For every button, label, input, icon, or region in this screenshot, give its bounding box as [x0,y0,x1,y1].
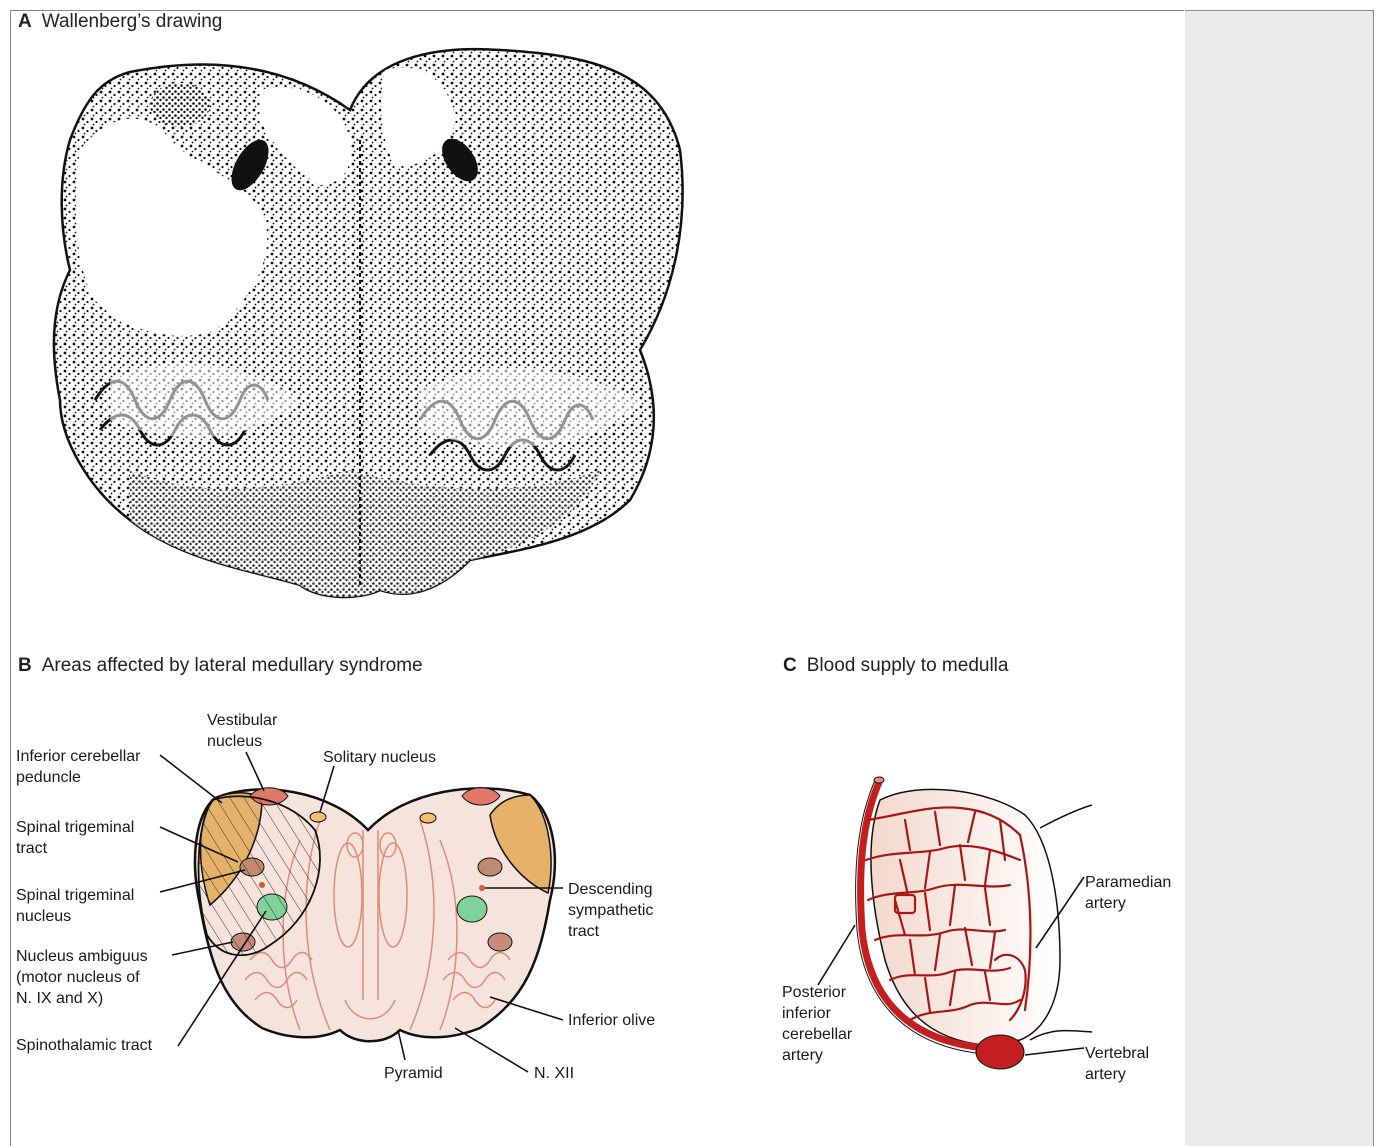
vertebral-artery-vessel [976,1035,1024,1069]
label-n-xii: N. XII [534,1065,574,1082]
descending-sympathetic-dot-right [479,885,485,891]
label-posterior-inferior-cerebellar-artery: Posterior inferior cerebellar artery [782,984,857,1064]
leader-pyramid [398,1030,405,1060]
blood-supply-diagram: Paramedian artery Posterior inferior cer… [782,777,1176,1083]
label-pyramid: Pyramid [384,1065,443,1082]
label-descending-sympathetic-tract: Descending sympathetic tract [568,881,658,940]
nucleus-ambiguus-right [488,933,512,951]
label-paramedian-artery: Paramedian artery [1085,874,1176,912]
solitary-nucleus-left [310,812,326,822]
dark-nucleus-top-left [150,83,210,127]
label-solitary-nucleus: Solitary nucleus [323,749,436,766]
wallenberg-drawing [54,49,683,597]
label-spinothalamic-tract: Spinothalamic tract [16,1037,153,1054]
leader-vestibular [246,752,264,791]
leader-vertebral [1025,1048,1084,1055]
leader-nxii [455,1028,528,1072]
medulla-diagram: Vestibular nucleus Solitary nucleus Infe… [16,712,658,1082]
leader-peduncle [160,755,222,803]
label-spinal-trigeminal-nucleus: Spinal trigeminal nucleus [16,887,139,925]
label-inferior-cerebellar-peduncle: Inferior cerebellar peduncle [16,748,145,786]
label-inferior-olive: Inferior olive [568,1012,655,1029]
leader-pica [818,925,855,985]
pyramid-region [130,470,600,597]
pica-cut-end [874,777,884,783]
label-nucleus-ambiguus: Nucleus ambiguus (motor nucleus of N. IX… [16,948,152,1007]
spinothalamic-tract-right [457,896,487,922]
label-vestibular-nucleus: Vestibular nucleus [207,712,282,750]
label-spinal-trigeminal-tract: Spinal trigeminal tract [16,819,139,857]
label-vertebral-artery: Vertebral artery [1085,1045,1154,1083]
solitary-nucleus-right [420,813,436,823]
spinal-trigeminal-nucleus-right [478,858,502,876]
